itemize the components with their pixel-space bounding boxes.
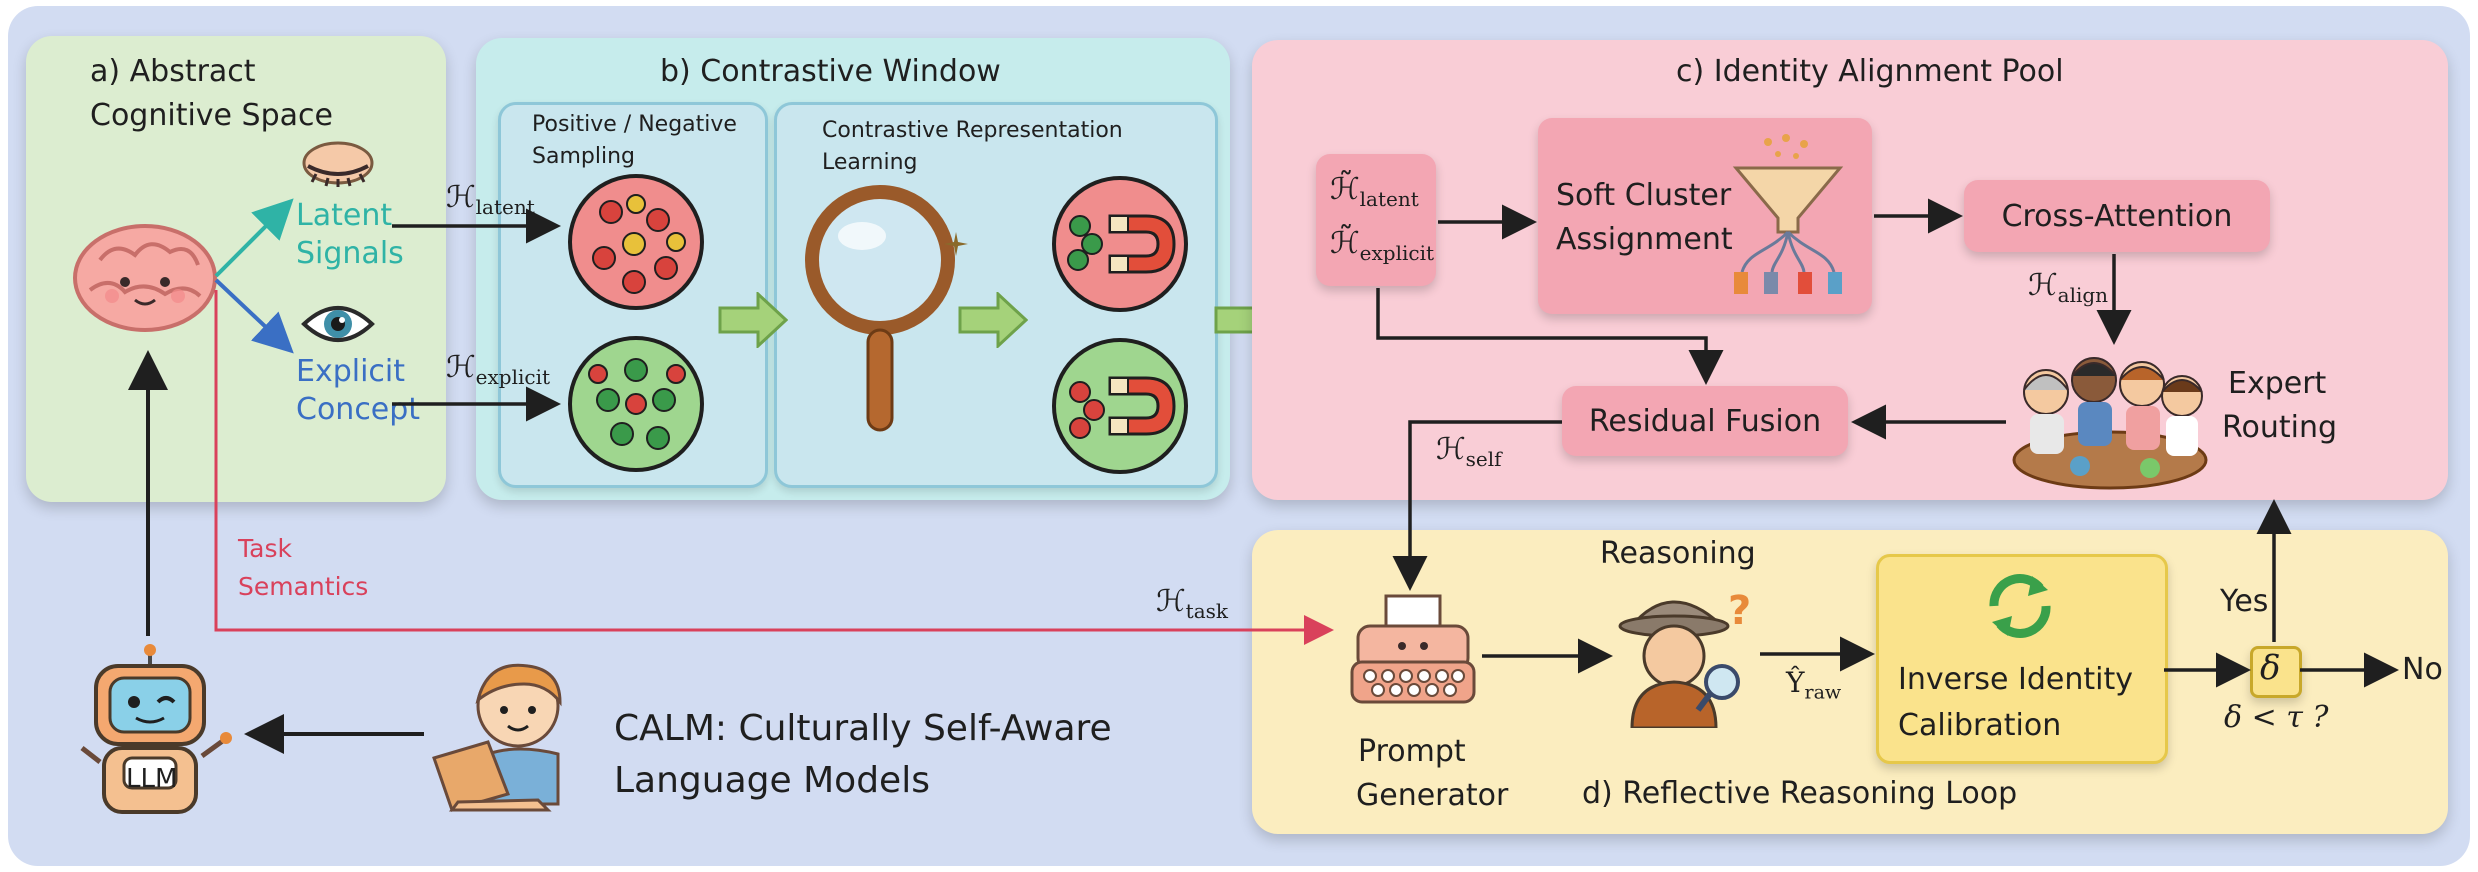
yes-label: Yes	[2220, 584, 2269, 619]
panel-a-title-line2: Cognitive Space	[90, 98, 333, 133]
reasoning-label: Reasoning	[1600, 536, 1756, 571]
h-latent-label: ℋlatent	[446, 180, 535, 219]
task-semantics-line1: Task	[238, 534, 292, 563]
experts-group-icon	[2012, 357, 2208, 490]
delta-symbol: δ	[2260, 648, 2281, 688]
tilde-h-latent-label: ℋ̃latent	[1330, 172, 1419, 211]
h-self-label: ℋself	[1436, 432, 1502, 471]
panel-d-title: d) Reflective Reasoning Loop	[1582, 776, 2018, 811]
brain-to-latent-arrow	[214, 198, 294, 278]
latent-signals-line2: Signals	[296, 236, 404, 271]
explicit-concept-line1: Explicit	[296, 354, 406, 389]
green-arrow-1	[718, 292, 788, 348]
prompt-generator-line2: Generator	[1356, 778, 1509, 813]
negative-samples-circle	[568, 174, 704, 310]
sparkle-icon	[944, 232, 968, 256]
prompt-generator-line1: Prompt	[1358, 734, 1466, 769]
detective-icon: ?	[1618, 588, 1751, 728]
svg-text:?: ?	[1728, 588, 1751, 634]
brain-to-explicit-arrow	[214, 278, 294, 354]
input-to-fusion-arrow	[1376, 288, 1724, 385]
inverse-identity-line1: Inverse Identity	[1898, 662, 2134, 697]
no-label: No	[2402, 652, 2443, 687]
task-semantics-line2: Semantics	[238, 572, 369, 601]
y-raw-label: Ŷraw	[1786, 666, 1842, 704]
robot-llm-icon	[80, 644, 232, 814]
fusion-to-prompt-arrow	[1392, 420, 1562, 591]
h-task-label: ℋtask	[1156, 584, 1228, 623]
closed-eye-icon	[302, 141, 374, 187]
sampling-label-line1: Positive / Negative	[532, 112, 737, 137]
latent-signals-line1: Latent	[296, 198, 393, 233]
positive-magnet-circle	[1052, 338, 1188, 474]
panel-b-title: b) Contrastive Window	[660, 54, 1001, 89]
inverse-identity-calibration-box	[1876, 554, 2168, 764]
expert-routing-line1: Expert	[2228, 366, 2327, 401]
soft-cluster-assignment-box	[1538, 118, 1872, 314]
residual-fusion-box: Residual Fusion	[1562, 386, 1848, 456]
panel-c-title: c) Identity Alignment Pool	[1676, 54, 2064, 89]
open-eye-icon	[301, 306, 375, 342]
negative-magnet-circle	[1052, 176, 1188, 312]
representation-label-line1: Contrastive Representation	[822, 118, 1123, 143]
inverse-identity-line2: Calibration	[1898, 708, 2062, 743]
green-arrow-2	[958, 292, 1028, 348]
refresh-cycle-icon	[1989, 574, 2051, 638]
child-laptop-icon	[432, 663, 562, 812]
llm-label: LLM	[126, 764, 178, 794]
positive-samples-circle	[568, 336, 704, 472]
expert-routing-line2: Routing	[2222, 410, 2338, 445]
representation-label-line2: Learning	[822, 150, 918, 175]
delta-condition-label: δ < τ ?	[2224, 700, 2329, 735]
calm-title-line2: Language Models	[614, 760, 930, 801]
h-align-label: ℋalign	[2028, 268, 2109, 307]
tilde-h-explicit-label: ℋ̃explicit	[1330, 226, 1435, 265]
tilde-h-input-box	[1316, 154, 1436, 286]
magnifying-glass-icon	[805, 185, 955, 432]
explicit-concept-line2: Concept	[296, 392, 421, 427]
soft-cluster-line2: Assignment	[1556, 222, 1733, 257]
panel-a-title-line1: a) Abstract	[90, 54, 256, 89]
sampling-label-line2: Sampling	[532, 144, 635, 169]
brain-icon	[73, 224, 217, 332]
h-explicit-label: ℋexplicit	[446, 350, 551, 389]
funnel-icon	[1732, 134, 1844, 294]
task-semantics-arrow	[214, 290, 1334, 645]
calm-title-line1: CALM: Culturally Self-Aware	[614, 708, 1112, 749]
typewriter-icon	[1350, 594, 1476, 704]
cross-attention-box: Cross-Attention	[1964, 180, 2270, 252]
delta-check-box	[2250, 646, 2302, 698]
soft-cluster-line1: Soft Cluster	[1556, 178, 1732, 213]
